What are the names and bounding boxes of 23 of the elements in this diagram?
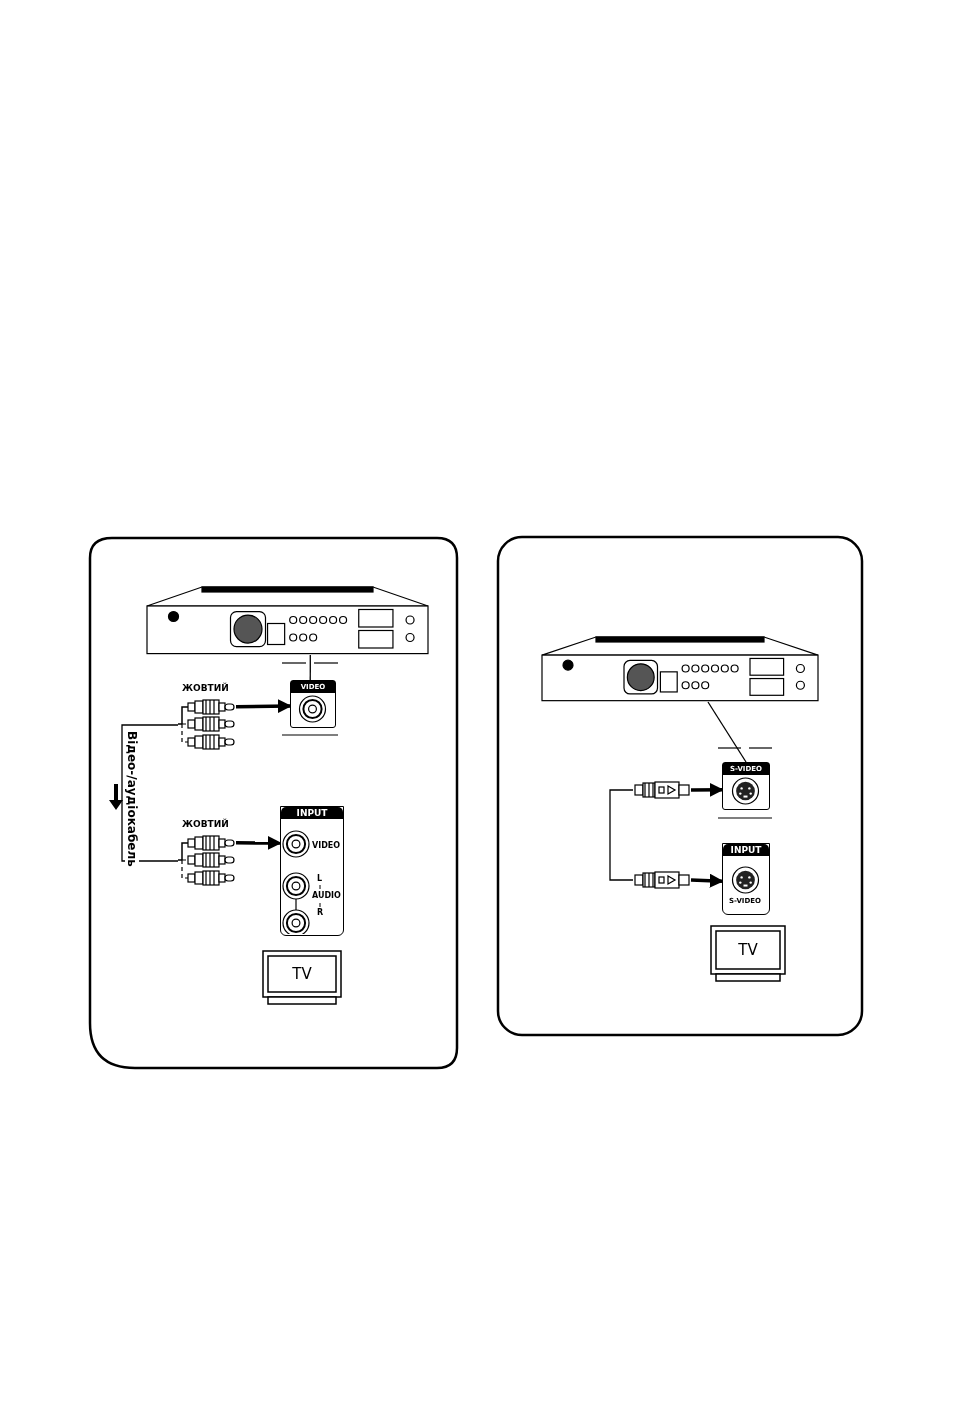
edge-label: Відео-/аудіокабель — [125, 731, 139, 867]
jack-panel — [290, 680, 336, 728]
jack-label: AUDIO — [312, 890, 341, 901]
jack-label: R — [317, 907, 324, 918]
arrow — [235, 699, 292, 714]
tv-label: TV — [291, 965, 313, 983]
cable-label: ЖОВТИЙ — [181, 683, 230, 695]
input-panel — [722, 843, 770, 915]
leader-line — [707, 701, 747, 763]
panel-heading: INPUT — [281, 807, 343, 819]
leader-line — [309, 654, 311, 681]
cable — [609, 789, 634, 881]
input-panel — [280, 806, 344, 936]
jack-panel — [722, 762, 770, 810]
tv-label: TV — [737, 941, 759, 959]
arrow — [690, 873, 724, 888]
arrow — [236, 836, 282, 850]
jack-label: L — [317, 873, 323, 884]
cable — [121, 724, 179, 862]
cable-label: ЖОВТИЙ — [181, 819, 230, 831]
arrow — [691, 782, 724, 797]
jack-label: VIDEO — [312, 840, 341, 851]
panel-heading: INPUT — [723, 844, 769, 856]
